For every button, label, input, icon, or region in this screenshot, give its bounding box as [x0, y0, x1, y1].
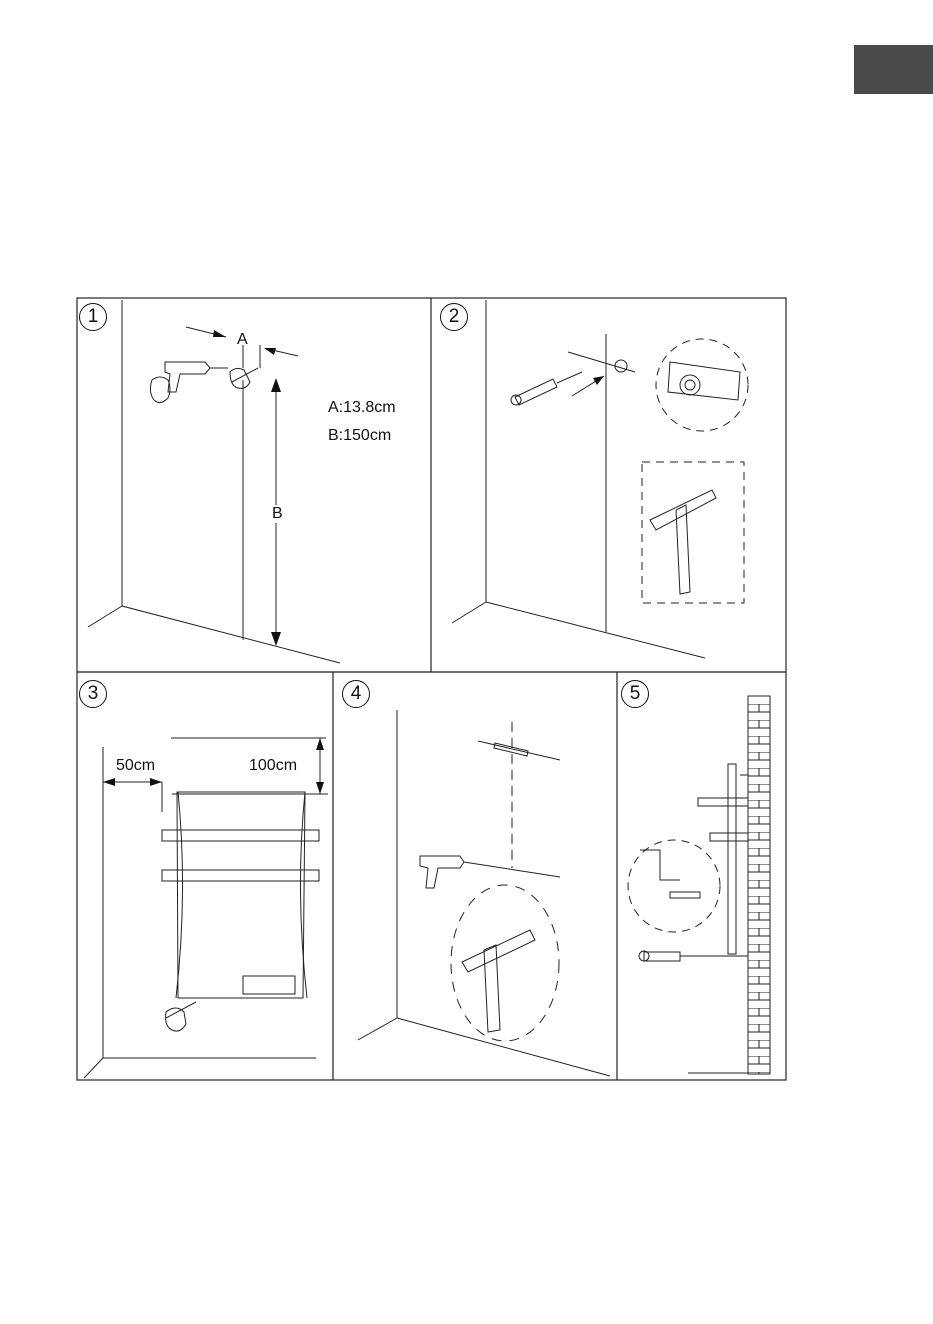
step-5-illustration: [0, 0, 933, 1324]
